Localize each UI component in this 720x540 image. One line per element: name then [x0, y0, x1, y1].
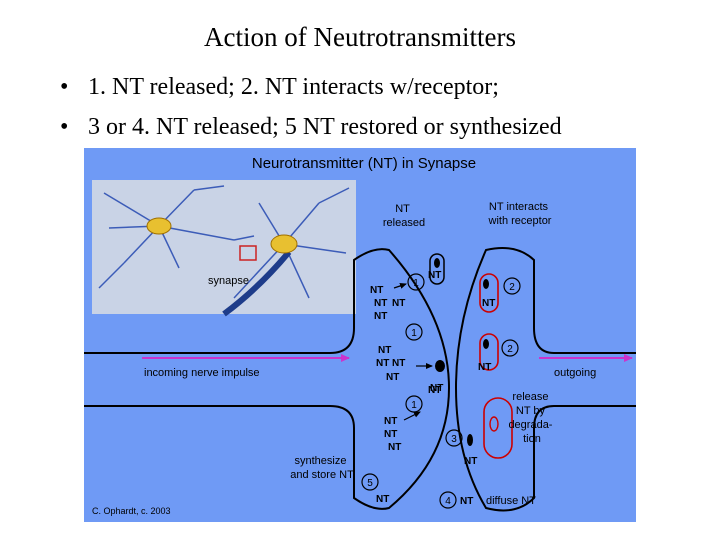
- nt-label: NT: [464, 456, 477, 467]
- step-1-middle: 1: [405, 323, 433, 369]
- step-1-upper: 1: [393, 273, 425, 291]
- step-5: 5 NT: [361, 473, 389, 505]
- nt-label: NT: [392, 298, 405, 309]
- outgoing-label: outgoing: [554, 367, 596, 379]
- nt-cluster-middle: NT NT NT NT: [376, 345, 405, 383]
- release-degradation-line: degrada-: [508, 419, 552, 431]
- step-number: 1: [411, 400, 417, 411]
- synapse-highlight-box: [239, 245, 257, 261]
- step-number: 1: [413, 278, 419, 289]
- nt-label: NT: [460, 496, 473, 507]
- release-degradation-line: release: [512, 391, 548, 403]
- nt-interacts-label: NT interacts with receptor: [488, 201, 552, 227]
- nt-released-line: released: [383, 217, 425, 229]
- nt-label: NT: [478, 362, 491, 373]
- nt-label: NT: [378, 345, 391, 356]
- nt-cluster-lower: NT NT NT: [384, 416, 401, 453]
- step-number: 3: [451, 434, 457, 445]
- nt-label: NT: [428, 385, 441, 396]
- synthesize-line: and store NT: [290, 469, 354, 481]
- step-number: 1: [411, 328, 417, 339]
- bullet-text: 3 or 4. NT released; 5 NT restored or sy…: [88, 114, 562, 140]
- receptor-lower: [483, 397, 513, 459]
- postsynaptic-membrane: [454, 247, 636, 512]
- nt-label: NT: [374, 311, 387, 322]
- nt-interacts-line: with receptor: [488, 215, 552, 227]
- nt-label: NT: [392, 358, 405, 369]
- synthesize-label: synthesize and store NT: [290, 455, 354, 481]
- nt-cluster-upper: NT NT NT NT: [370, 285, 405, 322]
- step-1-lower: 1: [403, 395, 423, 421]
- nt-label: NT: [428, 270, 441, 281]
- nt-label: NT: [374, 298, 387, 309]
- bullet-glyph: •: [60, 114, 69, 140]
- diffuse-label: diffuse NT: [486, 495, 536, 507]
- bullet-item: • 1. NT released; 2. NT interacts w/recep…: [60, 74, 499, 101]
- synthesize-line: synthesize: [294, 455, 346, 467]
- step-4: 4 NT: [439, 491, 473, 509]
- credit-label: C. Ophardt, c. 2003: [92, 506, 171, 516]
- bullet-text: 1. NT released; 2. NT interacts w/recept…: [88, 74, 499, 100]
- nt-label: NT: [388, 442, 401, 453]
- synapse-diagram: Neurotransmitter (NT) in Synapse synapse…: [84, 148, 636, 522]
- step-number: 5: [367, 478, 373, 489]
- bullet-item: • 3 or 4. NT released; 5 NT restored or s…: [60, 114, 562, 141]
- nt-label: NT: [386, 372, 399, 383]
- release-degradation-label: release NT by degrada- tion: [508, 391, 555, 445]
- receptor-middle: NT 2: [478, 333, 519, 373]
- bullet-glyph: •: [60, 74, 69, 100]
- nt-label: NT: [482, 298, 495, 309]
- nt-label: NT: [384, 429, 397, 440]
- nt-label: NT: [430, 383, 443, 394]
- release-degradation-line: tion: [523, 433, 541, 445]
- step-3: 3: [445, 429, 473, 447]
- nt-free: NT NT: [428, 385, 477, 467]
- nt-label: NT: [384, 416, 397, 427]
- incoming-label: incoming nerve impulse: [144, 367, 260, 379]
- nt-interacts-line: NT interacts: [489, 201, 549, 213]
- presynaptic-membrane: [84, 248, 451, 510]
- vesicle-upper: NT: [428, 253, 445, 285]
- step-number: 4: [445, 496, 451, 507]
- nt-released-label: NT released: [383, 203, 425, 229]
- slide-title: Action of Neutrotransmitters: [204, 22, 516, 52]
- nt-released-line: NT: [395, 203, 410, 215]
- receptor-upper: NT 2: [479, 273, 521, 313]
- step-number: 2: [509, 282, 515, 293]
- step-number: 2: [507, 344, 513, 355]
- synapse-label: synapse: [208, 275, 249, 287]
- nt-label: NT: [370, 285, 383, 296]
- diagram-title: Neurotransmitter (NT) in Synapse: [252, 155, 476, 172]
- neuron-micrograph: [92, 180, 356, 317]
- release-degradation-line: NT by: [516, 405, 546, 417]
- nt-label: NT: [376, 358, 389, 369]
- vesicle-middle: NT: [430, 360, 445, 394]
- nt-label: NT: [376, 494, 389, 505]
